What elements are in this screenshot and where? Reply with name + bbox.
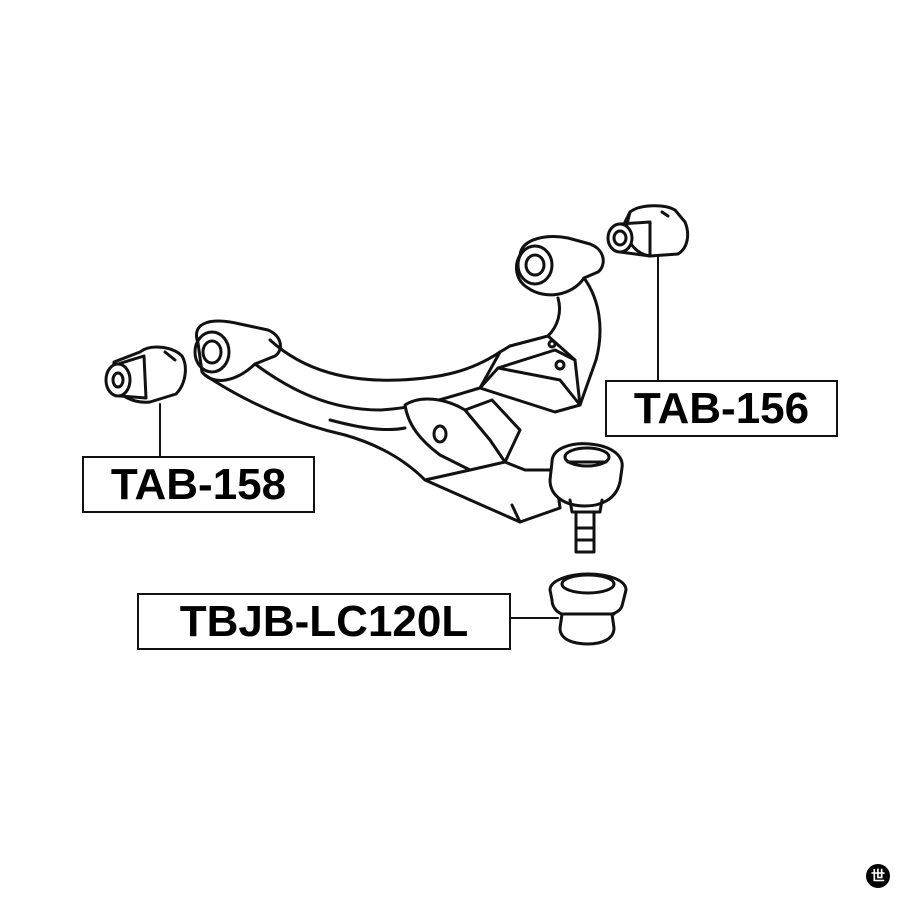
brand-logo-icon: 世 [866,864,890,888]
part-label-tab-158: TAB-158 [82,456,315,513]
part-label-ball-joint: TBJB-LC120L [137,593,511,650]
ball-joint-cup [548,572,628,646]
ball-joint-assembly [548,442,624,554]
control-arm [193,235,605,524]
bushing-tab-156 [606,204,690,258]
part-label-tab-156: TAB-156 [605,380,838,437]
bushing-tab-158 [104,345,187,404]
